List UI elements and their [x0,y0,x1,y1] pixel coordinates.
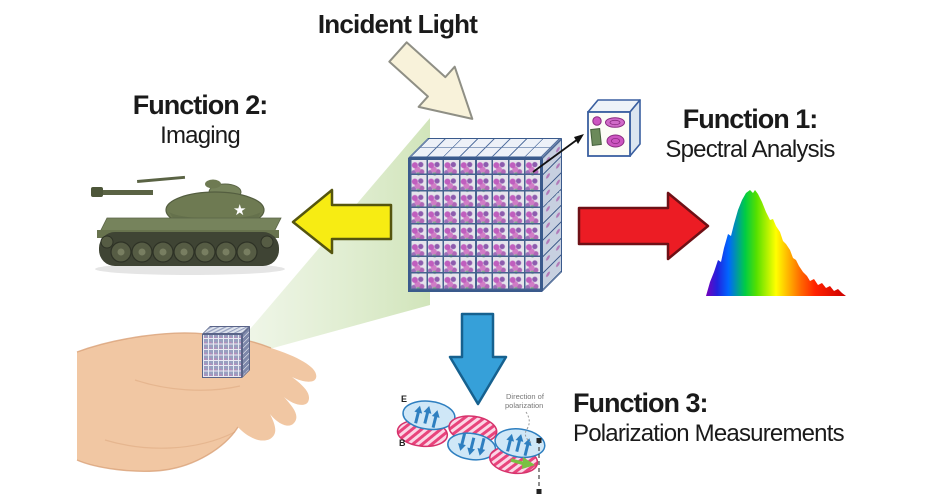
spectrum-chart [706,190,846,296]
polarization-direction-label: Direction of [506,392,545,401]
hand-image [76,332,317,472]
b-field-label: B [399,438,406,448]
function3-subtitle: Polarization Measurements [573,420,845,448]
spectral-analysis-arrow [577,191,710,261]
polarization-wave: E B Direction of polarization [396,392,546,494]
function2-subtitle: Imaging [160,122,241,150]
function1-title: Function 1: [682,104,818,134]
polarization-arrow [448,312,508,406]
function3-label: Function 3: Polarization Measurements [573,388,873,448]
function3-title: Function 3: [573,388,708,418]
small-cube-right-face [242,326,250,378]
incident-light-arrow [388,41,474,120]
tank-star-icon: ★ [233,201,246,219]
tank-image: ★ [91,175,285,275]
function1-label: Function 1: Spectral Analysis [650,104,850,164]
e-field-label: E [401,394,407,404]
unit-cell-connector-arrow [532,134,584,173]
imaging-arrow [291,188,393,255]
function2-label: Function 2: Imaging [105,90,295,150]
function2-title: Function 2: [132,90,268,120]
incident-light-label: Incident Light [317,9,478,39]
polarization-direction-label-2: polarization [505,401,543,410]
function1-subtitle: Spectral Analysis [665,136,835,164]
unit-cell-icon [587,99,641,157]
metamaterial-cube [408,158,542,292]
small-cube [202,334,242,378]
